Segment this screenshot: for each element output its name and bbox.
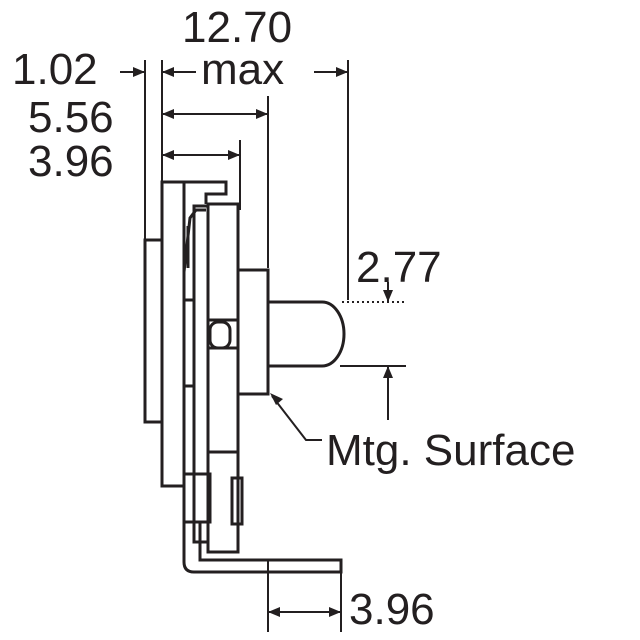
inner-board: [192, 204, 210, 544]
lead-bracket: [182, 522, 343, 574]
dim-panel-offset: 1.02: [12, 45, 98, 94]
mounting-surface-label: Mtg. Surface: [326, 426, 575, 475]
led-lens: [268, 300, 346, 368]
arrow-depth-a-left: [162, 109, 174, 119]
dim-width-note: max: [201, 45, 284, 94]
panel-frame: [160, 180, 186, 488]
dim-led-height: 2.77: [356, 243, 442, 292]
top-clip: [184, 180, 228, 204]
arrow-depth-b-left: [162, 150, 174, 160]
mounting-block: [236, 268, 270, 396]
detent-bump: [208, 320, 232, 350]
back-plate: [143, 238, 164, 424]
dimension-lines: [120, 67, 406, 617]
bottom-latch-tab: [230, 476, 244, 526]
arrow-led-bottom: [383, 366, 393, 378]
dim-depth-b: 3.96: [28, 137, 114, 186]
dim-depth-a: 5.56: [28, 93, 114, 142]
arrow-mounting-surface: [270, 393, 283, 405]
arrow-led-top: [383, 290, 393, 302]
arrow-width-right: [336, 67, 348, 77]
dim-lead-length: 3.96: [349, 585, 435, 634]
arrow-lead-left: [268, 607, 280, 617]
arrow-width-left: [162, 67, 174, 77]
extension-lines: [144, 60, 349, 632]
bottom-latch: [182, 472, 212, 524]
arrow-depth-a-right: [256, 109, 268, 119]
leader-mounting-surface: [271, 395, 322, 441]
arrow-panel-offset: [133, 67, 145, 77]
arrow-lead-right: [329, 607, 341, 617]
arrow-depth-b-right: [228, 150, 240, 160]
component-outline: [143, 180, 346, 574]
dim-width-total: 12.70: [182, 3, 292, 52]
